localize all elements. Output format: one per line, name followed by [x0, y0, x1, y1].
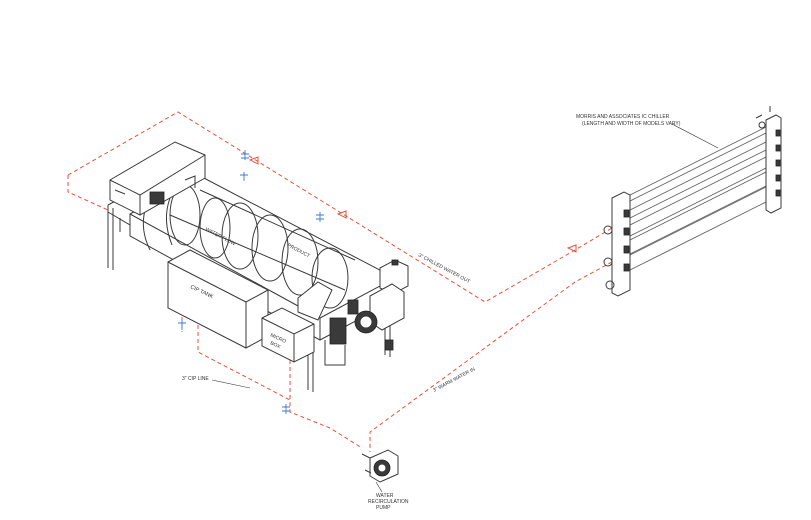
motor-detail	[149, 191, 165, 205]
pump-label-line2: RECIRCULATION	[368, 499, 409, 505]
cip-leader-line	[211, 379, 251, 389]
chiller-label-line2: (LENGTH AND WIDTH OF MODELS VARY)	[582, 121, 681, 127]
chilled-water-out-label: 3" CHILLED WATER OUT	[417, 252, 471, 284]
chiller-tubes	[619, 124, 773, 276]
discharge-chute	[297, 281, 333, 321]
chiller-leader-line	[671, 123, 719, 149]
micro-box-body	[261, 307, 315, 363]
micro-box: MICRO BOX	[261, 307, 315, 363]
ic-chiller-tank: PRODUCT WATER FLOW	[107, 141, 409, 392]
check-valve-icon	[248, 156, 577, 253]
pump-label-line1: WATER	[376, 493, 394, 499]
chiller-right-header	[765, 114, 782, 214]
left-header-fittings	[603, 209, 630, 290]
ic-chiller-heat-exchanger: MORRIS AND ASSOCIATES IC CHILLER (LENGTH…	[576, 106, 782, 297]
water-recirculation-pump: WATER RECIRCULATION PUMP	[361, 449, 409, 511]
chiller-left-header	[611, 191, 631, 297]
right-header-fittings	[755, 106, 781, 197]
valve-icon	[178, 150, 324, 414]
cip-line-pipe	[197, 318, 363, 449]
chiller-label-line1: MORRIS AND ASSOCIATES IC CHILLER	[576, 114, 670, 120]
pump-label-line3: PUMP	[376, 505, 391, 511]
cip-line-label: 3" CIP LINE	[182, 376, 209, 382]
frame-leg	[107, 205, 114, 270]
auger-flights	[169, 184, 356, 309]
warm-water-in-pipe	[369, 261, 613, 452]
micro-box-label-line2: BOX	[269, 340, 282, 350]
pipe-fittings	[178, 150, 577, 414]
drive-motor-housing	[109, 141, 206, 216]
pump-leader-line	[375, 481, 383, 493]
chilled-water-out-pipe	[67, 111, 613, 303]
